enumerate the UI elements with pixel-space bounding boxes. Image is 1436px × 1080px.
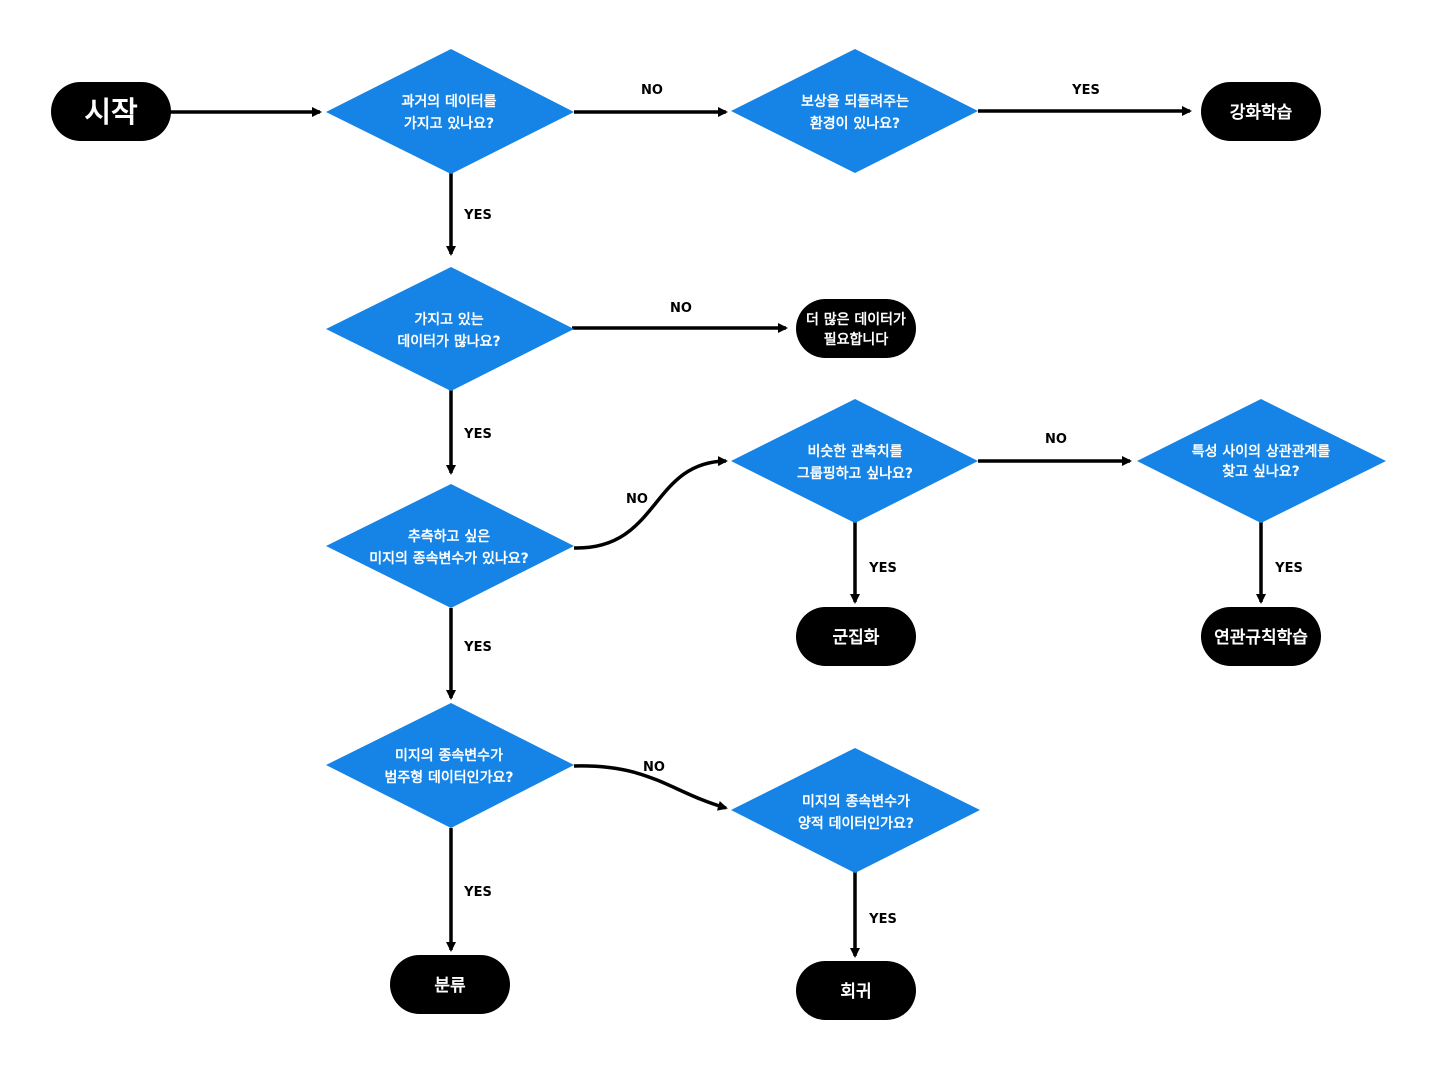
edge-label-group-no: NO — [1045, 432, 1067, 447]
decision-past-data-line1: 과거의 데이터를 — [401, 93, 496, 110]
terminal-classification: 분류 — [390, 955, 510, 1014]
start-node-label: 시작 — [84, 95, 138, 129]
decision-categorical: 미지의 종속변수가 범주형 데이터인가요? — [326, 703, 574, 828]
decision-past-data: 과거의 데이터를 가지고 있나요? — [326, 49, 574, 174]
decision-reward-env-line1: 보상을 되돌려주는 — [801, 93, 909, 110]
decision-feature-correlation-line2: 찾고 싶나요? — [1222, 463, 1299, 480]
decision-group-observations-line1: 비슷한 관측치를 — [807, 443, 902, 460]
decision-predict-target-shape — [326, 484, 574, 608]
decision-enough-data: 가지고 있는 데이터가 많나요? — [326, 267, 574, 391]
decision-enough-data-line1: 가지고 있는 — [414, 312, 483, 328]
decision-group-observations-shape — [731, 399, 978, 523]
terminal-classification-label: 분류 — [434, 976, 466, 996]
terminal-clustering-label: 군집화 — [833, 628, 880, 648]
terminal-regression-shape — [796, 961, 916, 1020]
decision-feature-correlation: 특성 사이의 상관관계를 찾고 싶나요? — [1137, 399, 1386, 523]
edge-label-categorical-yes: YES — [463, 885, 492, 900]
decision-quantitative-line1: 미지의 종속변수가 — [802, 793, 910, 810]
decision-reward-env-shape — [731, 49, 978, 173]
terminal-reinforcement: 강화학습 — [1201, 82, 1321, 141]
terminal-need-more-data-shape — [796, 299, 916, 358]
decision-categorical-shape — [326, 703, 574, 828]
decision-enough-data-shape — [326, 267, 574, 391]
edge-label-past-no: NO — [641, 83, 663, 98]
terminal-regression-label: 회귀 — [840, 982, 871, 1002]
edge-predict-no — [573, 456, 728, 550]
decision-quantitative-line2: 양적 데이터인가요? — [798, 815, 914, 832]
edge-label-enough-yes: YES — [463, 427, 492, 442]
decision-predict-target: 추측하고 싶은 미지의 종속변수가 있나요? — [326, 484, 574, 608]
terminal-need-more-data-line2: 필요합니다 — [824, 331, 889, 348]
terminal-association: 연관규칙학습 — [1201, 607, 1321, 666]
decision-quantitative: 미지의 종속변수가 양적 데이터인가요? — [731, 748, 980, 873]
terminal-regression: 회귀 — [796, 961, 916, 1020]
edge-label-enough-no: NO — [670, 301, 692, 316]
edge-label-predict-no: NO — [626, 492, 648, 507]
edge-label-reward-yes: YES — [1071, 83, 1100, 98]
start-node-shape — [51, 82, 171, 141]
decision-group-observations-line2: 그룹핑하고 싶나요? — [797, 465, 913, 482]
decision-categorical-line1: 미지의 종속변수가 — [395, 747, 503, 764]
decision-feature-correlation-line1: 특성 사이의 상관관계를 — [1192, 443, 1331, 460]
terminal-association-label: 연관규칙학습 — [1214, 628, 1308, 648]
terminal-need-more-data-line1: 더 많은 데이터가 — [806, 311, 906, 328]
decision-predict-target-line2: 미지의 종속변수가 있나요? — [369, 550, 529, 567]
edge-label-past-yes: YES — [463, 208, 492, 223]
decision-predict-target-line1: 추측하고 싶은 — [408, 528, 490, 545]
edge-categorical-no — [573, 764, 728, 811]
edge-label-corr-yes: YES — [1274, 561, 1303, 576]
decision-past-data-line2: 가지고 있나요? — [404, 116, 494, 132]
decision-past-data-shape — [326, 49, 574, 174]
decision-group-observations: 비슷한 관측치를 그룹핑하고 싶나요? — [731, 399, 978, 523]
edge-label-group-yes: YES — [868, 561, 897, 576]
decision-quantitative-shape — [731, 748, 980, 873]
edge-label-quantitative-yes: YES — [868, 912, 897, 927]
edge-label-categorical-no: NO — [643, 760, 665, 775]
start-node: 시작 — [51, 82, 171, 141]
edge-label-predict-yes: YES — [463, 640, 492, 655]
terminal-need-more-data: 더 많은 데이터가 필요합니다 — [796, 299, 916, 358]
terminal-clustering: 군집화 — [796, 607, 916, 666]
terminal-classification-shape — [390, 955, 510, 1014]
decision-categorical-line2: 범주형 데이터인가요? — [385, 769, 514, 786]
decision-feature-correlation-shape — [1137, 399, 1386, 523]
terminal-association-shape — [1201, 607, 1321, 666]
terminal-clustering-shape — [796, 607, 916, 666]
terminal-reinforcement-label: 강화학습 — [1230, 103, 1293, 123]
decision-enough-data-line2: 데이터가 많나요? — [397, 333, 500, 350]
decision-reward-env-line2: 환경이 있나요? — [810, 115, 900, 132]
terminal-reinforcement-shape — [1201, 82, 1321, 141]
decision-reward-env: 보상을 되돌려주는 환경이 있나요? — [731, 49, 978, 173]
